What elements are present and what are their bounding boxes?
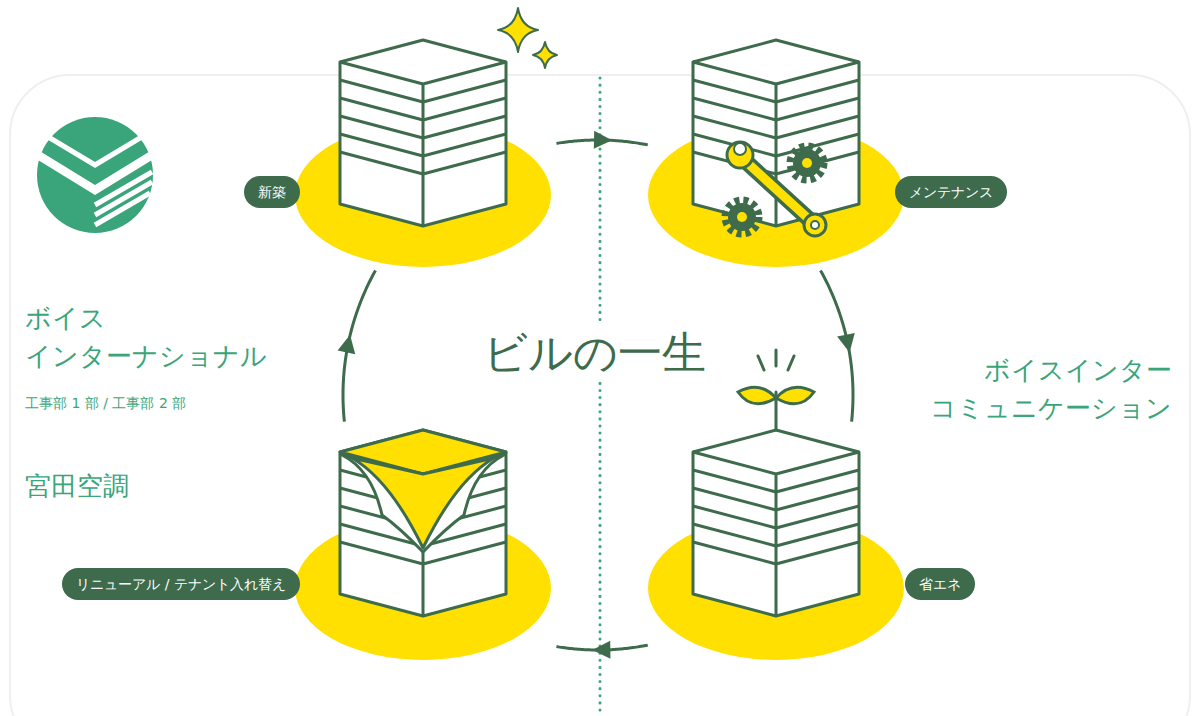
divider-line — [599, 78, 602, 714]
lifecycle-stage: 新築 — [20, 40, 553, 268]
building-new — [340, 40, 506, 226]
background-panel — [10, 75, 1190, 716]
stage-pill: リニューアル / テナント入れ替え — [62, 568, 300, 600]
arrowhead — [592, 641, 610, 659]
lifecycle-stage: リニューアル / テナント入れ替え — [20, 425, 553, 665]
sprout — [738, 350, 814, 430]
arrowhead — [837, 333, 855, 352]
renewal-opening — [340, 430, 506, 552]
stage-pill: 新築 — [244, 176, 300, 208]
building-maintenance — [693, 40, 859, 226]
lifecycle-stage: 省エネ — [650, 425, 995, 665]
diagram-title: ビルの一生 — [479, 325, 710, 381]
company-logo — [37, 117, 153, 233]
arrowhead — [338, 335, 356, 354]
company-label: 宮田空調 — [25, 468, 315, 504]
company-label: ボイス インターナショナル — [25, 300, 315, 375]
sparkle — [498, 8, 557, 68]
stage-pill: メンテナンス — [895, 176, 1007, 208]
building-eco — [693, 430, 859, 616]
stage-pill: 省エネ — [905, 568, 975, 600]
company-label: ボイスインター コミュニケーション — [862, 352, 1172, 427]
lifecycle-stage: メンテナンス — [650, 40, 1060, 268]
building-renewal — [340, 430, 506, 616]
wrench-gears — [725, 142, 826, 236]
arrowhead — [594, 131, 612, 149]
company-label: 工事部 1 部 / 工事部 2 部 — [25, 394, 315, 414]
